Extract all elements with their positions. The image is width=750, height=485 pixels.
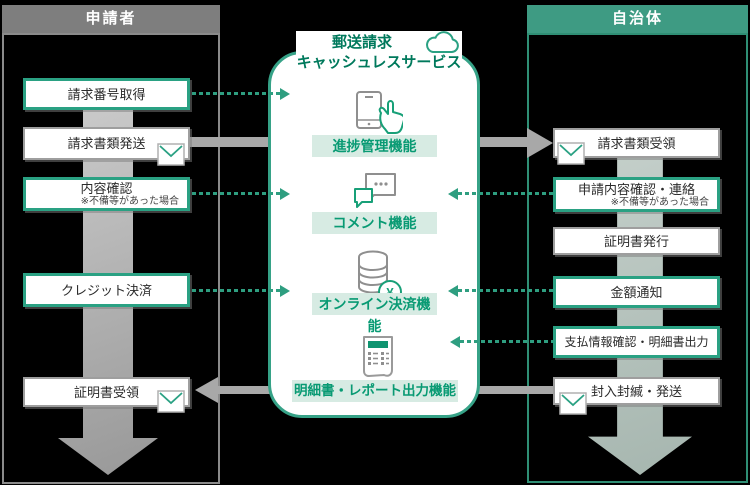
municipality-header: 自治体 xyxy=(527,5,748,33)
service-title: 郵送請求 キャッシュレスサービス xyxy=(296,31,462,75)
speech-bubbles-icon xyxy=(354,173,396,208)
service-title-line2: キャッシュレスサービス xyxy=(296,54,462,71)
envelope-icon xyxy=(157,390,185,413)
feature-online-payment: オンライン決済機能 xyxy=(312,293,437,334)
applicant-header: 申請者 xyxy=(2,5,220,33)
dotted-arrowhead xyxy=(450,336,460,348)
dotted-arrowhead xyxy=(280,188,290,200)
step-get-request-number: 請求番号取得 xyxy=(23,78,190,110)
envelope-icon xyxy=(157,143,185,166)
dotted-line-application-check xyxy=(458,192,553,195)
yen-symbol: ¥ xyxy=(386,285,394,300)
dotted-line-credit-payment xyxy=(192,289,280,292)
arrow-documents-sent-head xyxy=(527,128,553,158)
envelope-icon xyxy=(557,142,585,165)
dotted-arrowhead xyxy=(280,285,290,297)
dotted-line-amount-notification xyxy=(458,289,553,292)
feature-statement-report-output: 明細書・レポート出力機能 xyxy=(292,380,458,402)
step-credit-payment: クレジット決済 xyxy=(23,273,190,307)
step-content-check: 内容確認 ※不備等があった場合 xyxy=(23,177,190,211)
step-amount-notification: 金額通知 xyxy=(553,276,720,308)
smartphone-tap-icon xyxy=(356,91,403,134)
receipt-icon xyxy=(363,336,393,377)
service-title-line1: 郵送請求 xyxy=(331,34,392,51)
step-issue-certificate: 証明書発行 xyxy=(553,227,720,255)
dotted-arrowhead xyxy=(280,88,290,100)
applicant-column-frame xyxy=(2,33,220,484)
arrow-certificate-delivery-head xyxy=(195,377,218,403)
dotted-arrowhead xyxy=(448,188,458,200)
step-application-check-contact: 申請内容確認・連絡 ※不備等があった場合 xyxy=(553,177,720,212)
dotted-line-content-check xyxy=(192,192,280,195)
step-payment-info-statement: 支払情報確認・明細書出力 xyxy=(553,326,720,358)
dotted-arrowhead xyxy=(448,285,458,297)
feature-comments: コメント機能 xyxy=(312,212,437,234)
dotted-line-payment-info xyxy=(460,340,553,343)
envelope-icon xyxy=(559,392,587,415)
municipality-column-frame xyxy=(527,33,748,483)
step-send-documents: 請求書類発送 xyxy=(23,127,190,160)
cloud-icon xyxy=(426,31,459,54)
feature-progress-management: 進捗管理機能 xyxy=(312,135,437,157)
dotted-line-request-number xyxy=(192,92,280,95)
